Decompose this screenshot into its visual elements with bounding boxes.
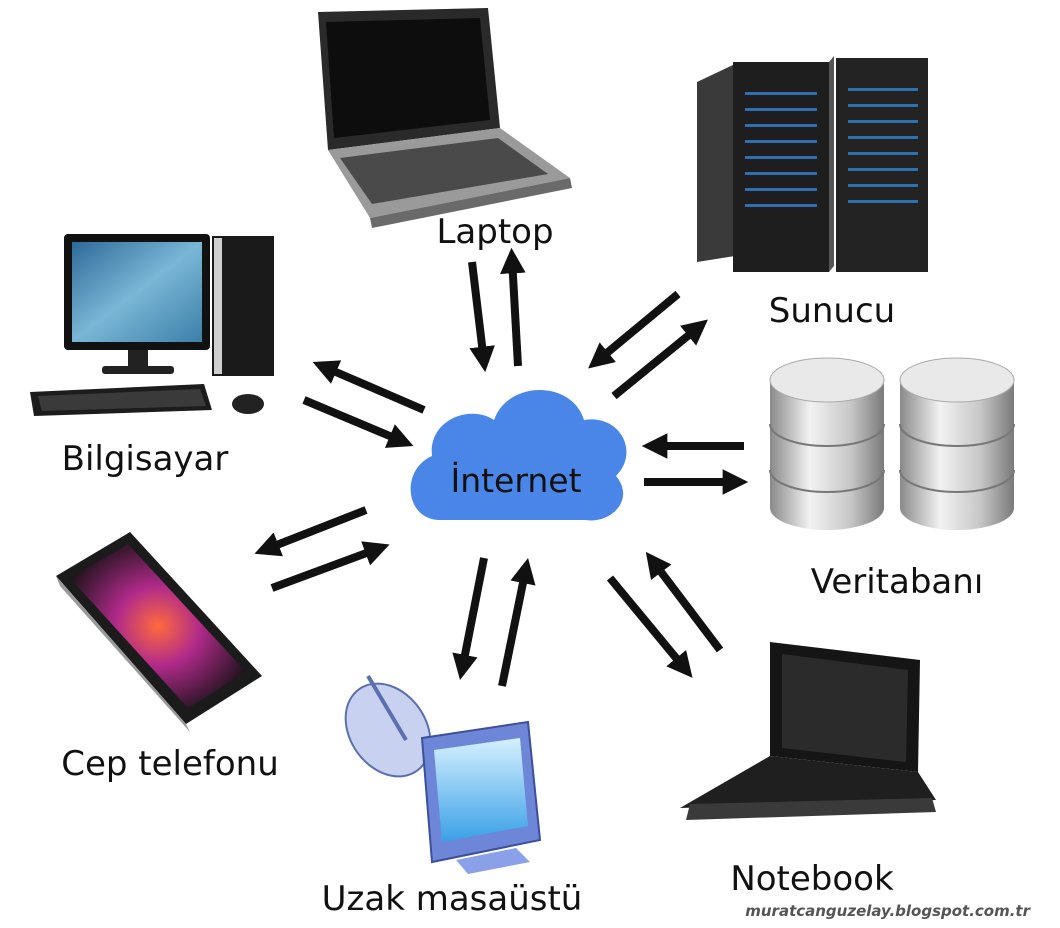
arrow-remote-to-internet bbox=[498, 557, 536, 687]
remote-desktop-image bbox=[344, 674, 542, 874]
database-label: Veritabanı bbox=[811, 562, 984, 602]
laptop-label: Laptop bbox=[436, 212, 553, 252]
arrow-internet-to-notebook bbox=[606, 575, 693, 678]
phone-image bbox=[56, 532, 262, 732]
notebook-image bbox=[680, 642, 936, 820]
arrow-phone-to-internet bbox=[270, 541, 390, 592]
arrow-notebook-to-internet bbox=[645, 551, 724, 653]
arrow-laptop-to-internet bbox=[468, 261, 495, 373]
server-label: Sunucu bbox=[769, 291, 895, 331]
watermark-text: muratcanguzelay.blogspot.com.tr bbox=[745, 902, 1031, 920]
arrow-internet-to-computer bbox=[312, 360, 426, 414]
computer-image bbox=[30, 234, 274, 416]
arrow-internet-to-remote bbox=[452, 557, 488, 681]
arrows bbox=[254, 247, 749, 687]
server-image bbox=[697, 56, 928, 272]
remote-label: Uzak masaüstü bbox=[322, 879, 583, 919]
cloud-shape bbox=[410, 390, 627, 521]
phone-label: Cep telefonu bbox=[61, 744, 279, 784]
arrow-internet-to-laptop bbox=[500, 247, 526, 367]
arrow-internet-to-phone bbox=[254, 506, 368, 557]
arrow-internet-to-server bbox=[611, 319, 708, 400]
internet-label: İnternet bbox=[450, 461, 581, 500]
computer-label: Bilgisayar bbox=[62, 439, 229, 479]
arrow-server-to-internet bbox=[588, 290, 681, 369]
laptop-image bbox=[318, 8, 572, 228]
arrow-computer-to-internet bbox=[302, 396, 414, 448]
notebook-label: Notebook bbox=[730, 859, 894, 899]
internet-cloud: İnternet bbox=[410, 390, 627, 521]
database-image bbox=[769, 357, 1015, 530]
